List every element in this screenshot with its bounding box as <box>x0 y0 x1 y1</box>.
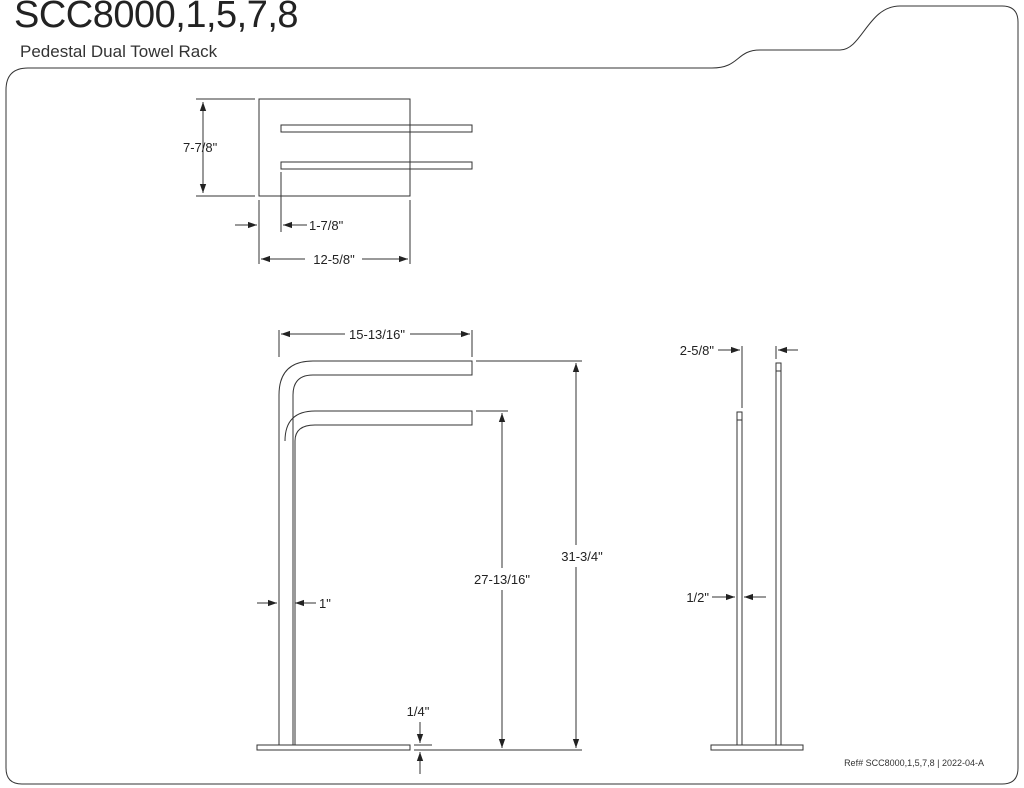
top-bar-offset-label: 1-7/8" <box>309 218 344 233</box>
front-view <box>256 330 582 774</box>
top-depth-label: 7-7/8" <box>183 140 218 155</box>
product-name-subtitle: Pedestal Dual Towel Rack <box>20 42 218 61</box>
upper-towel-bar-tube <box>278 360 473 745</box>
side-rear-post <box>775 362 782 746</box>
top-width-label: 12-5/8" <box>313 252 355 267</box>
side-front-post <box>736 411 743 746</box>
front-base-plate <box>256 744 411 751</box>
upper-height-label: 31-3/4" <box>561 549 603 564</box>
top-view <box>196 98 473 264</box>
reference-note: Ref# SCC8000,1,5,7,8 | 2022-04-A <box>844 758 984 768</box>
tube-width-label: 1" <box>319 596 331 611</box>
model-number-title: SCC8000,1,5,7,8 <box>14 0 299 36</box>
lower-height-label: 27-13/16" <box>474 572 530 587</box>
base-thickness-label: 1/4" <box>407 704 430 719</box>
front-width-label: 15-13/16" <box>349 327 405 342</box>
top-view-upper-bar <box>280 124 473 133</box>
sheet-border <box>5 5 1019 785</box>
top-view-base-plate <box>258 98 411 197</box>
top-view-lower-bar <box>280 161 473 170</box>
lower-towel-bar-tube <box>284 410 473 745</box>
side-depth-label: 2-5/8" <box>680 343 715 358</box>
side-view <box>710 346 804 751</box>
side-thickness-label: 1/2" <box>686 590 709 605</box>
side-base-plate <box>710 744 804 751</box>
